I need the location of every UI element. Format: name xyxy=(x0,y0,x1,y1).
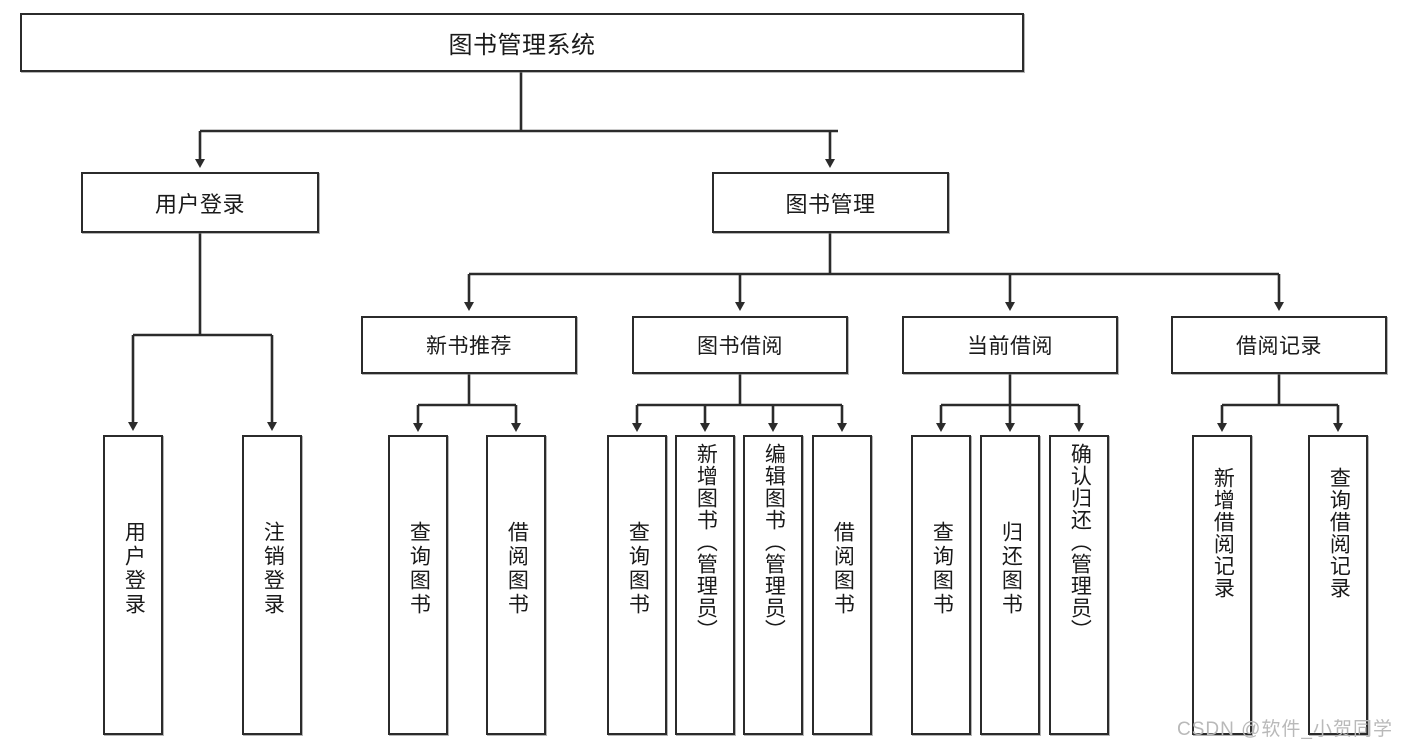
node-borrow-record-label: 借阅记录 xyxy=(1236,335,1322,358)
leaf-add-borrow-record[interactable]: 新增借阅记录 xyxy=(1192,435,1252,735)
leaf-add-book[interactable]: 新增图书（管理员） xyxy=(675,435,735,735)
leaf-logout[interactable]: 注销登录 xyxy=(242,435,302,735)
leaf-borrow-book-borrow[interactable]: 借阅图书 xyxy=(812,435,872,735)
node-user-login[interactable]: 用户登录 xyxy=(81,172,319,233)
leaf-edit-book-label: 编辑图书（管理员） xyxy=(762,443,786,641)
leaf-borrow-book-borrow-label: 借阅图书 xyxy=(831,521,855,617)
leaf-query-book-current[interactable]: 查询图书 xyxy=(911,435,971,735)
node-new-book-recommend[interactable]: 新书推荐 xyxy=(361,316,577,374)
leaf-logout-label: 注销登录 xyxy=(261,521,285,617)
leaf-add-book-label: 新增图书（管理员） xyxy=(694,443,718,641)
leaf-return-book[interactable]: 归还图书 xyxy=(980,435,1040,735)
node-book-manage-label: 图书管理 xyxy=(785,191,876,217)
node-borrow-record[interactable]: 借阅记录 xyxy=(1171,316,1387,374)
node-root[interactable]: 图书管理系统 xyxy=(20,13,1024,72)
leaf-add-borrow-record-label: 新增借阅记录 xyxy=(1211,467,1235,599)
leaf-query-book-borrow-label: 查询图书 xyxy=(626,521,650,617)
leaf-query-book-recommend-label: 查询图书 xyxy=(407,521,431,617)
leaf-query-borrow-record[interactable]: 查询借阅记录 xyxy=(1308,435,1368,735)
leaf-borrow-book-recommend-label: 借阅图书 xyxy=(505,521,529,617)
leaf-user-login-label: 用户登录 xyxy=(122,521,146,617)
leaf-query-book-current-label: 查询图书 xyxy=(930,521,954,617)
leaf-query-book-recommend[interactable]: 查询图书 xyxy=(388,435,448,735)
node-new-book-recommend-label: 新书推荐 xyxy=(426,335,512,358)
node-current-borrow[interactable]: 当前借阅 xyxy=(902,316,1118,374)
node-book-borrow-label: 图书借阅 xyxy=(697,335,783,358)
leaf-confirm-return[interactable]: 确认归还（管理员） xyxy=(1049,435,1109,735)
node-book-manage[interactable]: 图书管理 xyxy=(712,172,949,233)
leaf-return-book-label: 归还图书 xyxy=(999,521,1023,617)
leaf-user-login[interactable]: 用户登录 xyxy=(103,435,163,735)
node-book-borrow[interactable]: 图书借阅 xyxy=(632,316,848,374)
watermark-text: CSDN @软件_小贺同学 xyxy=(1177,719,1393,740)
leaf-edit-book[interactable]: 编辑图书（管理员） xyxy=(743,435,803,735)
node-root-label: 图书管理系统 xyxy=(448,32,596,59)
leaf-confirm-return-label: 确认归还（管理员） xyxy=(1068,443,1092,641)
node-user-login-label: 用户登录 xyxy=(154,191,245,217)
leaf-query-book-borrow[interactable]: 查询图书 xyxy=(607,435,667,735)
leaf-query-borrow-record-label: 查询借阅记录 xyxy=(1327,467,1351,599)
node-current-borrow-label: 当前借阅 xyxy=(967,335,1053,358)
leaf-borrow-book-recommend[interactable]: 借阅图书 xyxy=(486,435,546,735)
